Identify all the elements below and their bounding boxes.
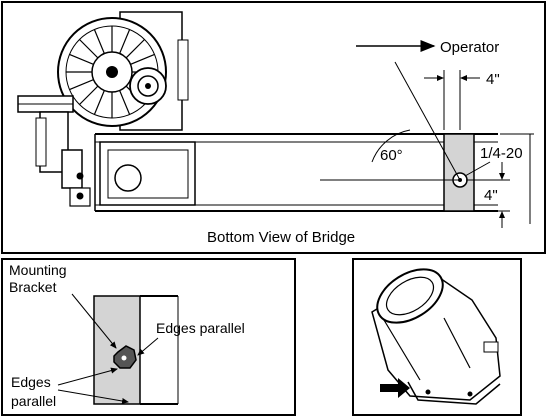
sensor-housing	[371, 268, 501, 405]
pointer-edges-lower	[57, 389, 129, 404]
detail-bracket	[93, 295, 179, 405]
detail-left-frame	[1, 258, 296, 416]
dim-vertical-label: 4"	[484, 187, 498, 204]
left-mechanism	[17, 95, 91, 207]
angle-arc	[371, 129, 411, 163]
dim-vertical	[466, 133, 534, 228]
pointer-edges-upper	[57, 367, 118, 386]
operator-label: Operator	[440, 39, 499, 56]
label-mounting: Mounting	[9, 262, 67, 278]
pointer-arrow-bold	[380, 378, 410, 398]
label-parallel: parallel	[11, 393, 56, 409]
label-edges-parallel-right: Edges parallel	[156, 320, 245, 336]
screw-label: 1/4-20	[480, 145, 523, 162]
bridge-end-plate	[99, 141, 196, 206]
pointer-bracket	[71, 293, 117, 349]
reel-wheel	[57, 17, 167, 127]
label-edges: Edges	[11, 374, 51, 390]
dim-horizontal	[424, 70, 480, 130]
dim-horizontal-label: 4"	[486, 71, 500, 88]
main-view-caption: Bottom View of Bridge	[207, 229, 355, 246]
hub-assembly	[129, 67, 167, 105]
label-bracket: Bracket	[9, 279, 57, 295]
pointer-edges-right	[137, 337, 159, 356]
detail-right-frame	[352, 258, 522, 416]
main-panel-frame	[1, 1, 546, 254]
angle-label: 60°	[380, 147, 403, 164]
angle-line-diagonal	[394, 61, 461, 181]
